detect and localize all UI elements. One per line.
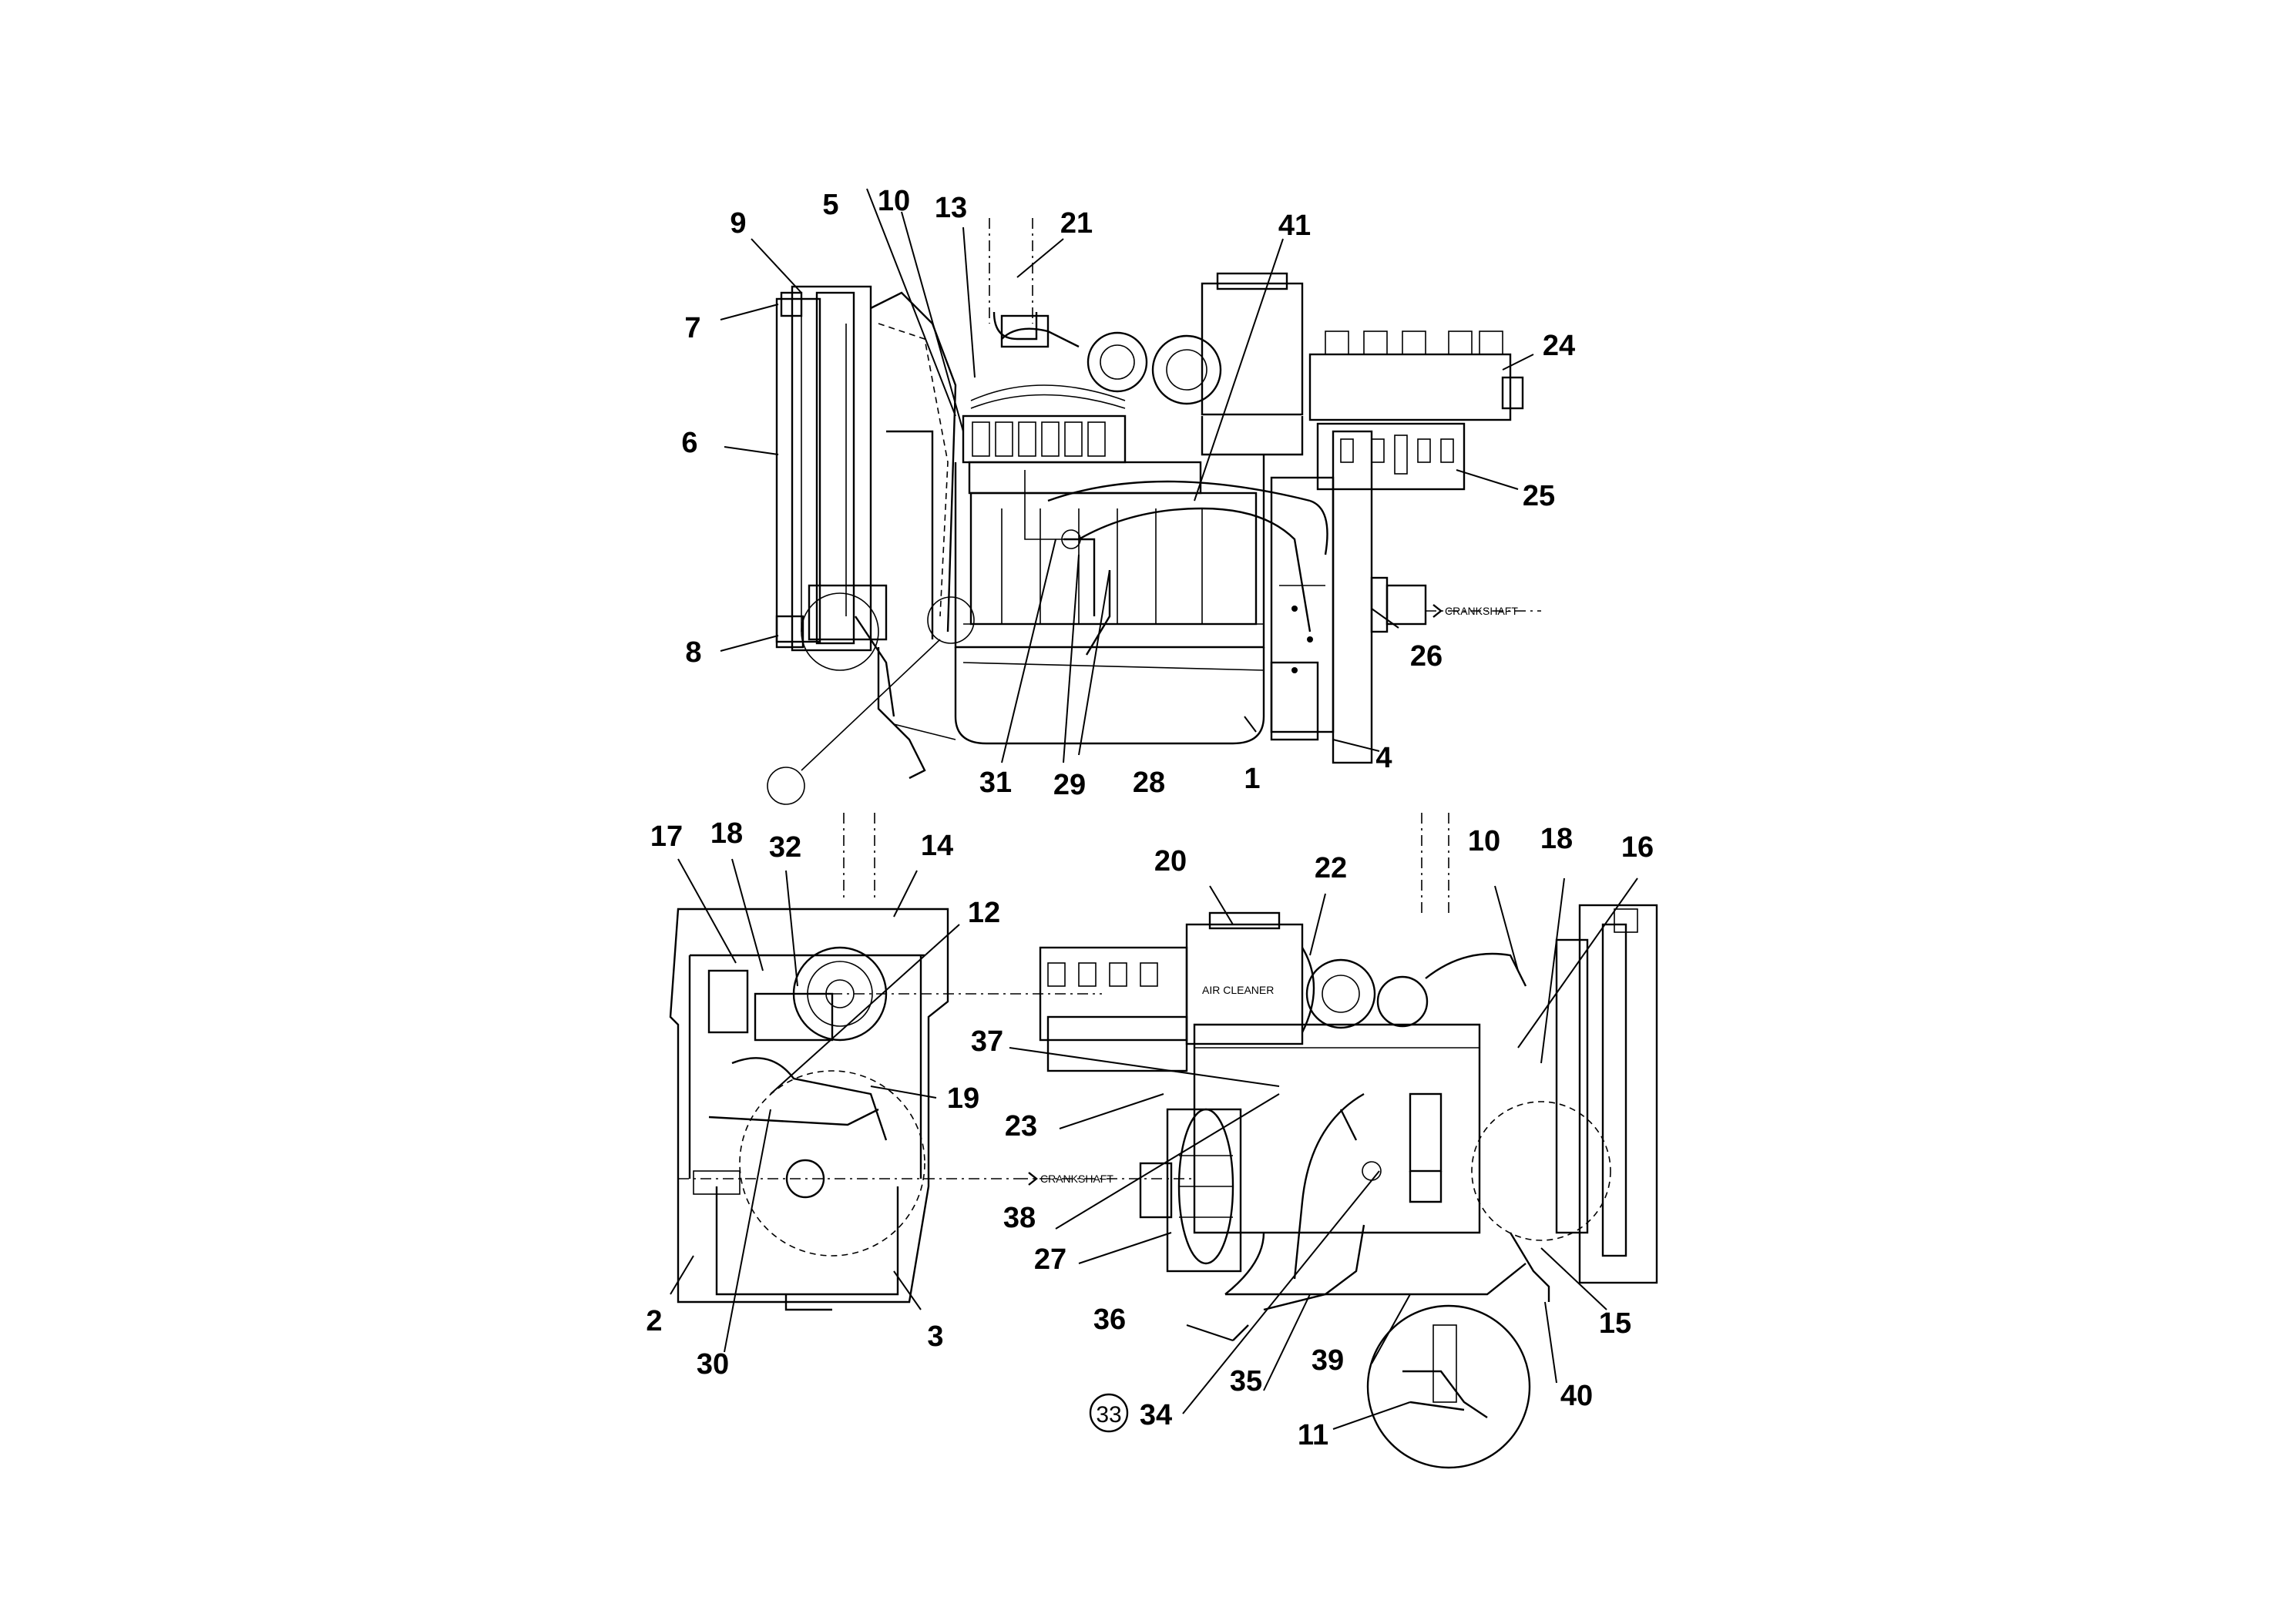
callout-41: 41 <box>1278 210 1311 242</box>
callout-33-text: 33 <box>1096 1402 1121 1428</box>
callout-39: 39 <box>1312 1344 1344 1377</box>
callout-10-top: 10 <box>878 185 910 217</box>
front-view <box>669 813 1102 1311</box>
air-cleaner: AIR CLEANER <box>1185 911 1315 1045</box>
callout-24: 24 <box>1543 330 1575 362</box>
callout-18-right: 18 <box>1540 823 1573 855</box>
control-panel-upper <box>1308 331 1524 421</box>
radiator <box>775 285 895 717</box>
callout-1: 1 <box>1244 763 1260 795</box>
callout-26: 26 <box>1410 640 1443 673</box>
callout-33: 33 <box>1089 1393 1129 1433</box>
crankshaft-label-front: CRANKSHAFT <box>1040 1173 1113 1185</box>
callout-36: 36 <box>1093 1304 1126 1336</box>
engine-block <box>954 455 1265 745</box>
callout-10-bottom: 10 <box>1468 825 1500 857</box>
callout-11: 11 <box>1298 1419 1328 1451</box>
callout-7: 7 <box>684 312 700 344</box>
callout-20: 20 <box>1154 845 1187 877</box>
callout-16: 16 <box>1621 831 1654 864</box>
crankshaft-label-top: CRANKSHAFT <box>1445 605 1518 617</box>
callout-21: 21 <box>1060 207 1093 240</box>
callout-34: 34 <box>1140 1399 1172 1431</box>
callout-14: 14 <box>921 830 953 862</box>
callout-4: 4 <box>1375 742 1392 774</box>
callout-30: 30 <box>697 1348 729 1381</box>
callout-32: 32 <box>769 831 801 864</box>
callout-29: 29 <box>1053 769 1086 801</box>
callout-17: 17 <box>650 820 683 853</box>
callout-3: 3 <box>927 1320 943 1353</box>
callout-19: 19 <box>947 1082 979 1115</box>
callout-22: 22 <box>1315 852 1347 884</box>
callout-numbers: 1 2 3 4 5 6 7 8 9 10 10 11 12 13 14 15 1… <box>646 185 1654 1451</box>
callout-40: 40 <box>1560 1380 1593 1412</box>
detail-circle <box>1366 1304 1531 1469</box>
callout-15: 15 <box>1599 1307 1631 1340</box>
callout-6: 6 <box>681 427 697 459</box>
callout-27: 27 <box>1034 1243 1066 1276</box>
leader-lines <box>670 188 1638 1430</box>
callout-23: 23 <box>1005 1110 1037 1143</box>
callout-31: 31 <box>979 767 1012 799</box>
callout-37: 37 <box>971 1025 1003 1058</box>
top-engine-view: CRANKSHAFT <box>767 218 1541 805</box>
callout-12: 12 <box>968 897 1000 929</box>
flywheel-housing <box>1270 430 1427 764</box>
callout-2: 2 <box>646 1305 662 1337</box>
air-cleaner-label: AIR CLEANER <box>1202 984 1274 996</box>
callout-35: 35 <box>1230 1365 1262 1398</box>
callout-8: 8 <box>685 636 701 669</box>
fuel-injection-rail <box>962 384 1127 464</box>
fan-guard <box>1139 1108 1242 1273</box>
callout-5: 5 <box>822 189 838 221</box>
callout-13: 13 <box>935 192 967 224</box>
callout-9: 9 <box>730 207 746 240</box>
turbocharger <box>1000 314 1222 405</box>
callout-25: 25 <box>1523 480 1555 512</box>
control-panel-lower <box>1316 422 1466 491</box>
side-view-right: AIR CLEANER <box>1017 813 1658 1469</box>
callout-38: 38 <box>1003 1202 1036 1234</box>
callout-28: 28 <box>1133 767 1165 799</box>
callout-18-left: 18 <box>710 817 743 850</box>
